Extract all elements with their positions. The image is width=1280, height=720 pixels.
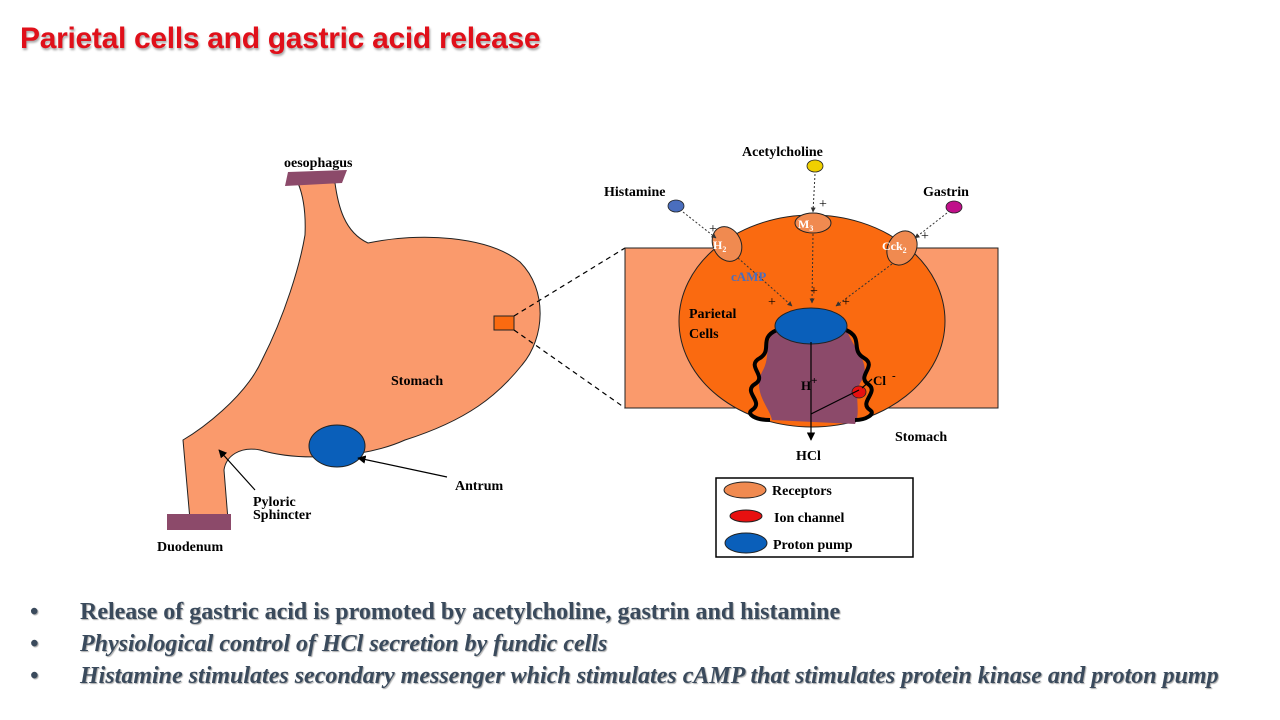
hydrogen-ion-label: H+ xyxy=(801,375,817,393)
stomach-illustration: oesophagus Stomach Antrum Pyloric Sphinc… xyxy=(157,156,541,555)
camp-label: cAMP xyxy=(731,269,766,284)
parietal-cell-illustration: Acetylcholine Histamine Gastrin H2 M3 Cc… xyxy=(604,145,999,464)
pyloric-label: Pyloric xyxy=(253,495,296,510)
membrane-left xyxy=(748,328,778,422)
gastrin-label: Gastrin xyxy=(923,185,969,200)
bullet-text: Release of gastric acid is promoted by a… xyxy=(80,599,841,625)
bullet-dot: • xyxy=(30,631,39,657)
m3-receptor xyxy=(794,212,832,234)
zoom-line-top xyxy=(513,247,626,317)
proton-pump xyxy=(774,307,848,345)
acetylcholine-label: Acetylcholine xyxy=(742,145,823,160)
magnified-region-box xyxy=(493,315,515,331)
cck2-receptor xyxy=(886,230,918,266)
oesophagus-label: oesophagus xyxy=(284,156,353,171)
tissue-stomach-label: Stomach xyxy=(895,430,947,445)
plus-histamine: + xyxy=(709,222,717,237)
plus-gastrin: + xyxy=(921,229,929,244)
plus-center: + xyxy=(810,284,818,299)
receptor-icon xyxy=(723,481,767,499)
cells-label: Cells xyxy=(689,327,719,342)
ion-channel-icon xyxy=(729,509,763,523)
ion-channel xyxy=(851,385,867,399)
histamine-molecule xyxy=(667,199,685,213)
h2-receptor xyxy=(711,226,743,262)
chloride-flow-line xyxy=(810,389,860,415)
legend: Receptors Ion channel Proton pump xyxy=(715,477,914,558)
antrum-ellipse xyxy=(308,424,366,468)
bullet-item: • Physiological control of HCl secretion … xyxy=(30,628,1250,660)
membrane-right xyxy=(845,328,874,422)
antrum-pointer xyxy=(357,455,448,478)
gastrin-arrow xyxy=(914,212,948,239)
gastrin-molecule xyxy=(945,200,963,214)
bullet-dot: • xyxy=(30,599,39,625)
h2-to-pump-arrow xyxy=(737,257,793,307)
h2-label: H2 xyxy=(713,238,726,254)
histamine-arrow xyxy=(682,211,717,239)
sphincter-label: Sphincter xyxy=(253,508,311,523)
cck2-label: Cck2 xyxy=(882,239,907,255)
bullet-text: Physiological control of HCl secretion b… xyxy=(80,631,608,657)
acetylcholine-molecule xyxy=(806,159,824,173)
bullet-dot: • xyxy=(30,663,39,689)
antrum-label: Antrum xyxy=(455,479,504,494)
duodenum-cap xyxy=(167,514,231,530)
legend-label: Receptors xyxy=(772,484,832,499)
pyloric-pointer xyxy=(218,449,256,491)
zoom-line-bottom xyxy=(513,329,626,409)
bullet-item: • Release of gastric acid is promoted by … xyxy=(30,596,1250,628)
proton-pump-icon xyxy=(724,532,768,554)
m3-label: M3 xyxy=(798,217,813,233)
bullet-item: • Histamine stimulates secondary messenge… xyxy=(30,660,1250,692)
plus-left: + xyxy=(768,295,776,310)
legend-label: Proton pump xyxy=(773,538,853,553)
bullet-list: • Release of gastric acid is promoted by … xyxy=(30,596,1250,692)
plus-right: + xyxy=(842,295,850,310)
ach-arrow xyxy=(810,173,816,213)
oesophagus-cap xyxy=(285,170,347,186)
histamine-label: Histamine xyxy=(604,185,665,200)
stomach-label: Stomach xyxy=(391,374,443,389)
chloride-pointer xyxy=(861,378,873,389)
m3-to-pump-arrow xyxy=(809,233,815,304)
plus-ach: + xyxy=(819,197,827,212)
page-title: Parietal cells and gastric acid release xyxy=(20,22,541,55)
chloride-ion-label: Cl- xyxy=(873,370,896,388)
legend-label: Ion channel xyxy=(774,511,845,526)
duodenum-label: Duodenum xyxy=(157,540,223,555)
parietal-label: Parietal xyxy=(689,307,737,322)
hcl-label: HCl xyxy=(796,449,821,464)
bullet-text: Histamine stimulates secondary messenger… xyxy=(80,663,1219,689)
